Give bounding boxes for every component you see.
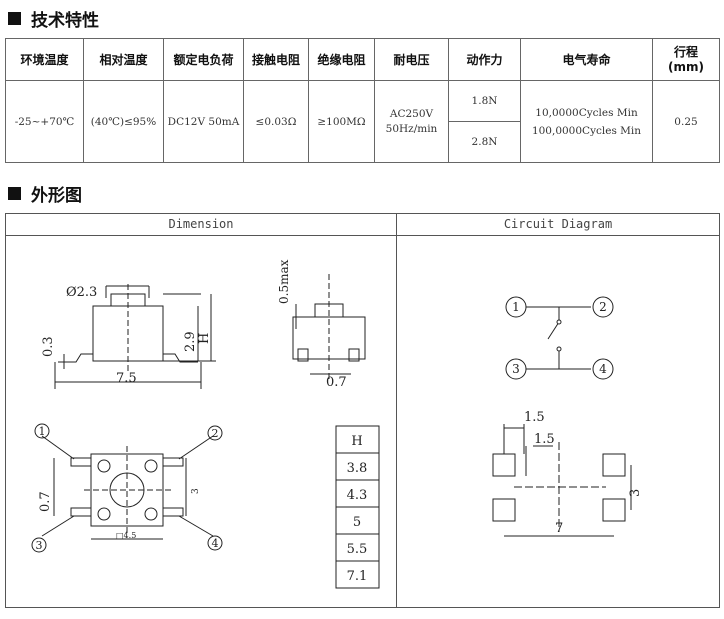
shape-section-title: 外形图: [8, 181, 82, 206]
top-view-drawing: [41, 435, 214, 540]
dim-0-7-label: 0.7: [326, 375, 347, 390]
life-cell: 10,0000Cycles Min 100,0000Cycles Min: [520, 80, 653, 163]
contact-res-cell: ≤0.03Ω: [243, 80, 309, 163]
drawing-svg: Ø2.3 0.3 2.9 H 7.5 0.5max 0.7 0.7 □4.5 3…: [31, 259, 643, 589]
header-cell: 电气寿命: [520, 38, 653, 81]
spec-data-row: -25~+70℃ (40℃)≤95% DC12V 50mA ≤0.03Ω ≥10…: [5, 80, 720, 163]
dim-0-3-label: 0.3: [41, 336, 56, 357]
bullet-square-icon: [8, 12, 21, 25]
dim-7-5-label: 7.5: [116, 371, 137, 386]
pin-4-label: 4: [212, 537, 219, 550]
force-cell: 2.8N: [448, 121, 521, 163]
dim-h-label: H: [197, 333, 212, 344]
circuit-schematic: [505, 296, 614, 380]
load-cell: DC12V 50mA: [163, 80, 244, 163]
pin-1-label: 1: [39, 425, 46, 438]
pin-3-label: 3: [36, 539, 43, 552]
fp-7-label: 7: [555, 521, 563, 536]
circuit-pin-3: 3: [512, 362, 520, 376]
header-cell: 接触电阻: [243, 38, 309, 81]
dim-4-5-label: □4.5: [116, 531, 136, 540]
h-table-values: H 3.8 4.3 5 5.5 7.1: [347, 434, 368, 584]
spec-table: 环境温度 相对温度 额定电负荷 接触电阻 绝缘电阻 耐电压 动作力 电气寿命 行…: [5, 38, 720, 163]
circuit-pin-2: 2: [599, 300, 607, 314]
circuit-header: Circuit Diagram: [397, 214, 719, 236]
specs-section-title: 技术特性: [8, 6, 99, 31]
h-table-header: H: [351, 434, 362, 449]
voltage-cell: AC250V 50Hz/min: [374, 80, 449, 163]
insulation-cell: ≥100MΩ: [308, 80, 375, 163]
drawing-panel: Dimension Circuit Diagram: [5, 213, 720, 608]
header-cell: 绝缘电阻: [308, 38, 375, 81]
side-view-drawing: [54, 284, 216, 389]
circuit-pin-4: 4: [599, 362, 607, 376]
fp-3-label: 3: [628, 489, 643, 497]
h-value: 5.5: [347, 542, 368, 557]
dim-2-9-label: 2.9: [183, 331, 198, 352]
pcb-footprint: [492, 424, 632, 537]
dimension-header: Dimension: [6, 214, 396, 236]
front-view-drawing: [292, 274, 366, 379]
header-cell: 行程 (mm): [652, 38, 720, 81]
spec-header-row: 环境温度 相对温度 额定电负荷 接触电阻 绝缘电阻 耐电压 动作力 电气寿命 行…: [5, 38, 720, 81]
header-cell: 环境温度: [5, 38, 84, 81]
temp-cell: -25~+70℃: [5, 80, 84, 163]
header-cell: 相对温度: [83, 38, 164, 81]
header-cell: 耐电压: [374, 38, 449, 81]
fp-1-5b-label: 1.5: [534, 432, 555, 447]
dimension-pin-labels: 1 2 3 4: [31, 423, 223, 553]
humidity-cell: (40℃)≤95%: [83, 80, 164, 163]
phi-label: Ø2.3: [66, 285, 97, 300]
h-value: 5: [353, 515, 361, 530]
dim-0-7b-label: 0.7: [38, 491, 53, 512]
bullet-square-icon: [8, 187, 21, 200]
h-value: 4.3: [347, 488, 368, 503]
circuit-pin-labels: 1 2 3 4: [512, 300, 607, 376]
stroke-cell: 0.25: [652, 80, 720, 163]
h-value: 7.1: [347, 569, 368, 584]
h-table-drawing: [335, 425, 380, 589]
panel-divider: [396, 214, 397, 607]
force-cell: 1.8N: [448, 80, 521, 122]
fp-1-5a-label: 1.5: [524, 410, 545, 425]
dim-3-label: 3: [191, 488, 201, 494]
circuit-pin-1: 1: [512, 300, 520, 314]
pin-2-label: 2: [212, 427, 219, 440]
spec-data-row-2: 2.8N: [6, 121, 720, 163]
dim-0-5max-label: 0.5max: [277, 259, 291, 304]
h-value: 3.8: [347, 461, 368, 476]
header-cell: 额定电负荷: [163, 38, 244, 81]
header-cell: 动作力: [448, 38, 521, 81]
